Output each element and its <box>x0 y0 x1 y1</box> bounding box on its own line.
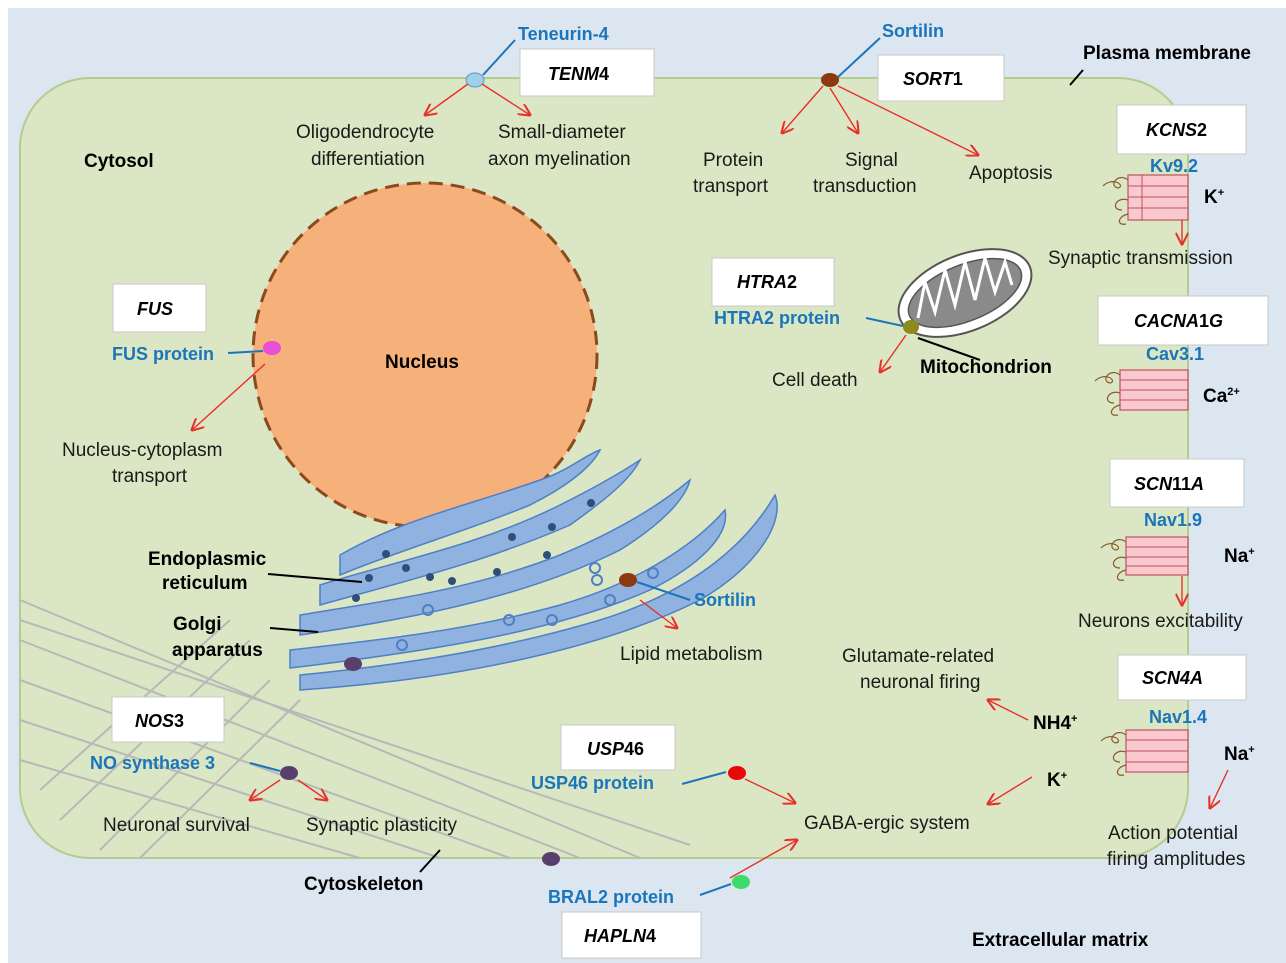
kcns2-gene-label: KCNS2 <box>1146 120 1207 140</box>
signal-transduction-label-line2: transduction <box>813 176 917 197</box>
fus-protein-label: FUS protein <box>112 344 214 364</box>
cav3-1-label: Cav3.1 <box>1146 344 1204 364</box>
apoptosis-label: Apoptosis <box>969 163 1052 184</box>
nh4-label: NH4+ <box>1033 713 1077 734</box>
golgi-label-line1: Golgi <box>173 614 222 635</box>
gaba-ergic-label: GABA-ergic system <box>804 813 970 834</box>
usp46-protein-dot <box>728 766 746 780</box>
golgi-vesicle-dot <box>344 657 362 671</box>
teneurin-4-dot <box>466 73 484 87</box>
hapln4-gene-label: HAPLN4 <box>584 926 656 946</box>
fus-gene-label: FUS <box>137 299 173 319</box>
neuronal-survival-label: Neuronal survival <box>103 815 250 836</box>
golgi-label-line2: apparatus <box>172 640 263 661</box>
cacna1g-gene-label: CACNA1G <box>1134 311 1223 331</box>
cytosol-label: Cytosol <box>84 151 154 172</box>
plasma-membrane-label: Plasma membrane <box>1083 43 1251 64</box>
extracellular-matrix-label: Extracellular matrix <box>972 930 1149 951</box>
glutamate-label-line1: Glutamate-related <box>842 646 994 667</box>
sortilin-golgi-dot <box>619 573 637 587</box>
htra2-protein-dot <box>903 320 919 334</box>
scn4a-gene-label: SCN4A <box>1142 668 1203 688</box>
glutamate-label-line2: neuronal firing <box>860 672 980 693</box>
bral2-protein-label: BRAL2 protein <box>548 887 674 907</box>
fus-protein-dot <box>263 341 281 355</box>
axon-myelination-label-line2: axon myelination <box>488 149 631 170</box>
nucleus-label: Nucleus <box>385 352 459 373</box>
signal-transduction-label-line1: Signal <box>845 150 898 171</box>
htra2-protein-label: HTRA2 protein <box>714 308 840 328</box>
cell-death-label: Cell death <box>772 370 858 391</box>
sort1-gene-label: SORT1 <box>903 69 963 89</box>
neurons-excitability-label: Neurons excitability <box>1078 611 1243 632</box>
htra2-gene-label: HTRA2 <box>737 272 797 292</box>
no-synthase-3-label: NO synthase 3 <box>90 753 215 773</box>
lipid-metabolism-label: Lipid metabolism <box>620 644 763 665</box>
synaptic-plasticity-label: Synaptic plasticity <box>306 815 458 836</box>
sortilin-membrane-dot <box>821 73 839 87</box>
no-synthase-3-dot <box>280 766 298 780</box>
nucleus-cytoplasm-label-line2: transport <box>112 466 188 487</box>
scn11a-gene-label: SCN11A <box>1134 474 1204 494</box>
action-potential-label-line1: Action potential <box>1108 823 1238 844</box>
bral2-protein-dot <box>732 875 750 889</box>
cytoskeleton-label: Cytoskeleton <box>304 874 423 895</box>
er-label-line2: reticulum <box>162 573 248 594</box>
oligodendrocyte-label-line1: Oligodendrocyte <box>296 122 434 143</box>
sortilin-membrane-label: Sortilin <box>882 21 944 41</box>
mitochondrion-label: Mitochondrion <box>920 357 1052 378</box>
teneurin-4-label: Teneurin-4 <box>518 24 609 44</box>
sortilin-golgi-label: Sortilin <box>694 590 756 610</box>
protein-transport-label-line2: transport <box>693 176 769 197</box>
cytoskeleton-dot <box>542 852 560 866</box>
kv9-2-label: Kv9.2 <box>1150 156 1198 176</box>
nucleus-cytoplasm-label-line1: Nucleus-cytoplasm <box>62 440 223 461</box>
nav1-4-label: Nav1.4 <box>1149 707 1207 727</box>
er-label-line1: Endoplasmic <box>148 549 267 570</box>
oligodendrocyte-label-line2: differentiation <box>311 149 425 170</box>
action-potential-label-line2: firing amplitudes <box>1107 849 1245 870</box>
nav1-9-label: Nav1.9 <box>1144 510 1202 530</box>
nos3-gene-label: NOS3 <box>135 711 184 731</box>
usp46-protein-label: USP46 protein <box>531 773 654 793</box>
synaptic-transmission-label: Synaptic transmission <box>1048 248 1233 269</box>
tenm4-gene-label: TENM4 <box>548 64 609 84</box>
axon-myelination-label-line1: Small-diameter <box>498 122 626 143</box>
protein-transport-label-line1: Protein <box>703 150 763 171</box>
usp46-gene-label: USP46 <box>587 739 644 759</box>
